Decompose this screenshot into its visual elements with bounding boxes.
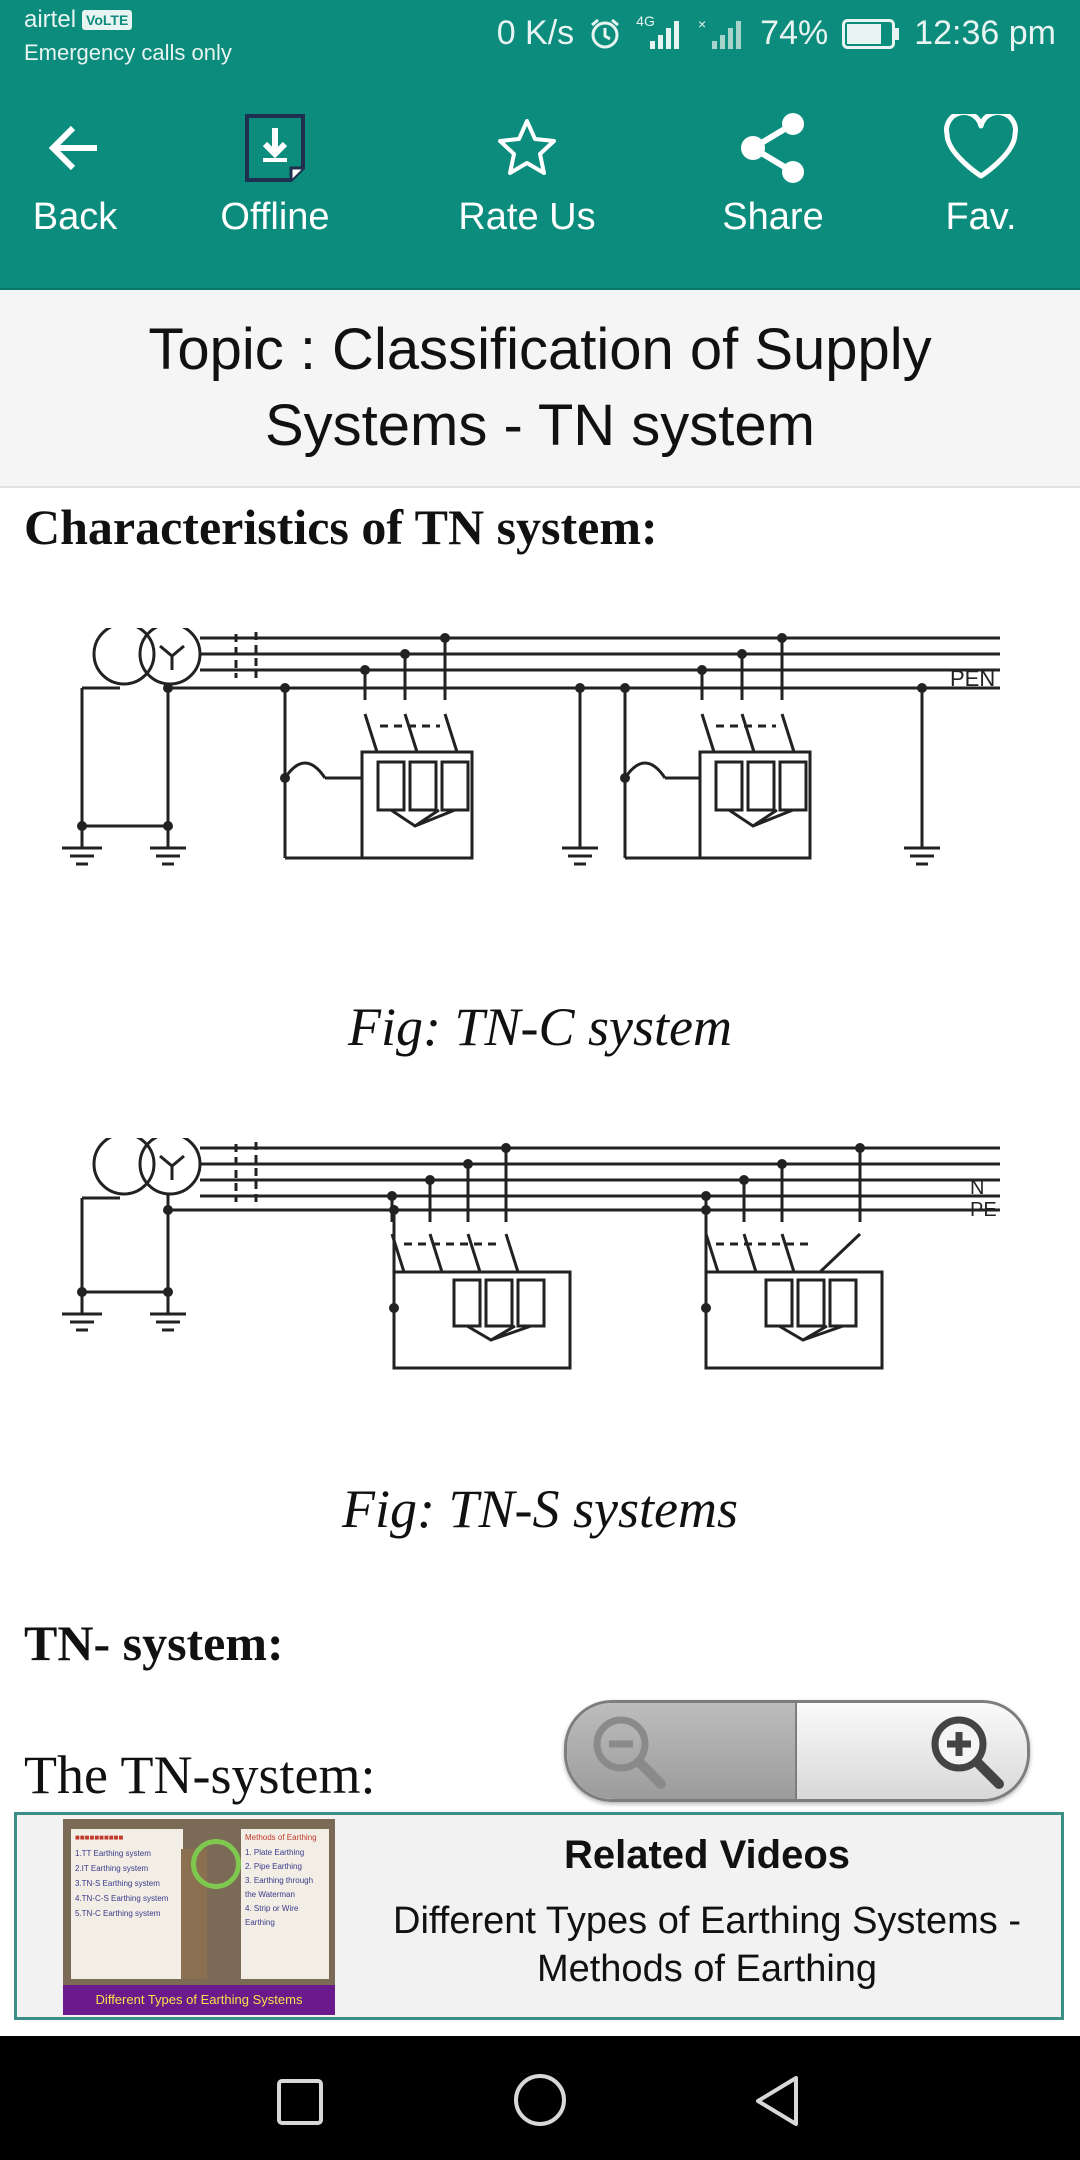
n-label: N xyxy=(970,1177,984,1199)
thumb-right-3: 4. Strip or Wire Earthing xyxy=(245,1904,299,1927)
thumb-title: Different Types of Earthing Systems xyxy=(63,1985,335,2015)
back-label: Back xyxy=(32,196,118,238)
pe-label: PE xyxy=(970,1199,997,1221)
thumb-left-3: 4.TN-C-S Earthing system xyxy=(75,1894,169,1903)
status-bar: airtel VoLTE Emergency calls only 0 K/s … xyxy=(0,0,1080,72)
pen-label: PEN xyxy=(950,666,995,691)
download-doc-icon xyxy=(245,114,305,182)
network-speed: 0 K/s xyxy=(496,14,575,52)
zoom-out-button[interactable] xyxy=(567,1703,797,1799)
body-tn-system: The TN-system: xyxy=(24,1745,376,1805)
alarm-icon xyxy=(591,18,620,48)
tn-s-diagram: N PE xyxy=(62,1138,1000,1370)
thumb-left-panel: ■■■■■■■■■■ 1.TT Earthing system 2.IT Ear… xyxy=(71,1829,183,1979)
thumb-right-2: 3. Earthing through the Waterman xyxy=(245,1876,314,1899)
thumb-right-0: 1. Plate Earthing xyxy=(245,1848,305,1857)
related-video-description[interactable]: Different Types of Earthing Systems - Me… xyxy=(393,1900,1021,1990)
caption-tn-c: Fig: TN-C system xyxy=(348,997,732,1057)
recents-icon[interactable] xyxy=(276,2078,324,2126)
tn-c-diagram: PEN xyxy=(62,628,1000,866)
arrow-left-icon xyxy=(48,125,97,171)
caption-tn-s: Fig: TN-S systems xyxy=(342,1479,738,1539)
back-button[interactable]: Back xyxy=(0,112,160,239)
thumb-right-panel: Methods of Earthing 1. Plate Earthing 2.… xyxy=(241,1829,329,1979)
emergency-text: Emergency calls only xyxy=(24,40,232,65)
home-icon[interactable] xyxy=(512,2072,568,2128)
toolbar: Back Offline Rate Us Share Fav. xyxy=(0,72,1080,291)
zoom-in-icon xyxy=(931,1716,1004,1789)
zoom-in-button[interactable] xyxy=(797,1703,1027,1799)
heading-tn-system: TN- system: xyxy=(24,1615,284,1671)
clock: 12:36 pm xyxy=(914,14,1056,52)
topic-title-text: Topic : Classification of Supply Systems… xyxy=(148,317,932,458)
zoom-out-icon xyxy=(593,1716,666,1789)
svg-text:×: × xyxy=(698,17,706,32)
article-content: Characteristics of TN system: xyxy=(0,488,1080,1808)
heart-icon xyxy=(944,114,1018,179)
carrier: airtel VoLTE xyxy=(24,6,133,34)
carrier-name: airtel xyxy=(24,6,77,33)
back-triangle-icon[interactable] xyxy=(752,2074,802,2128)
thumb-right-title: Methods of Earthing xyxy=(245,1833,317,1842)
fav-label: Fav. xyxy=(945,196,1017,238)
share-icon xyxy=(741,113,804,183)
offline-button[interactable]: Offline xyxy=(190,112,360,239)
star-icon xyxy=(498,119,556,175)
thumb-wire xyxy=(191,1839,241,1889)
rate-us-button[interactable]: Rate Us xyxy=(442,112,612,239)
signal-icon xyxy=(650,20,680,49)
thumb-left-2: 3.TN-S Earthing system xyxy=(75,1879,160,1888)
rate-us-label: Rate Us xyxy=(458,196,596,238)
zoom-control xyxy=(564,1700,1030,1802)
status-right: 0 K/s 4G × 74% 12:36 pm xyxy=(496,13,1056,53)
signal-4g: 4G xyxy=(636,13,684,51)
thumb-left-title: ■■■■■■■■■■ xyxy=(75,1833,124,1842)
network-type: 4G xyxy=(636,12,655,29)
thumb-left-4: 5.TN-C Earthing system xyxy=(75,1909,161,1918)
thumb-left-0: 1.TT Earthing system xyxy=(75,1849,151,1858)
signal-noservice-icon: × xyxy=(698,17,742,49)
battery-percent: 74% xyxy=(760,14,829,52)
topic-title: Topic : Classification of Supply Systems… xyxy=(0,290,1080,488)
share-button[interactable]: Share xyxy=(688,112,858,239)
fav-button[interactable]: Fav. xyxy=(896,112,1066,239)
thumb-right-1: 2. Pipe Earthing xyxy=(245,1862,302,1871)
navigation-bar xyxy=(0,2036,1080,2160)
volte-badge: VoLTE xyxy=(82,10,133,30)
related-videos-card[interactable]: ■■■■■■■■■■ 1.TT Earthing system 2.IT Ear… xyxy=(14,1812,1064,2020)
related-videos-title: Related Videos xyxy=(563,1833,851,1877)
video-thumbnail[interactable]: ■■■■■■■■■■ 1.TT Earthing system 2.IT Ear… xyxy=(63,1819,335,2015)
share-label: Share xyxy=(722,196,824,238)
heading-characteristics: Characteristics of TN system: xyxy=(24,499,658,555)
battery-icon xyxy=(842,18,900,49)
offline-label: Offline xyxy=(220,196,330,238)
thumb-left-1: 2.IT Earthing system xyxy=(75,1864,149,1873)
